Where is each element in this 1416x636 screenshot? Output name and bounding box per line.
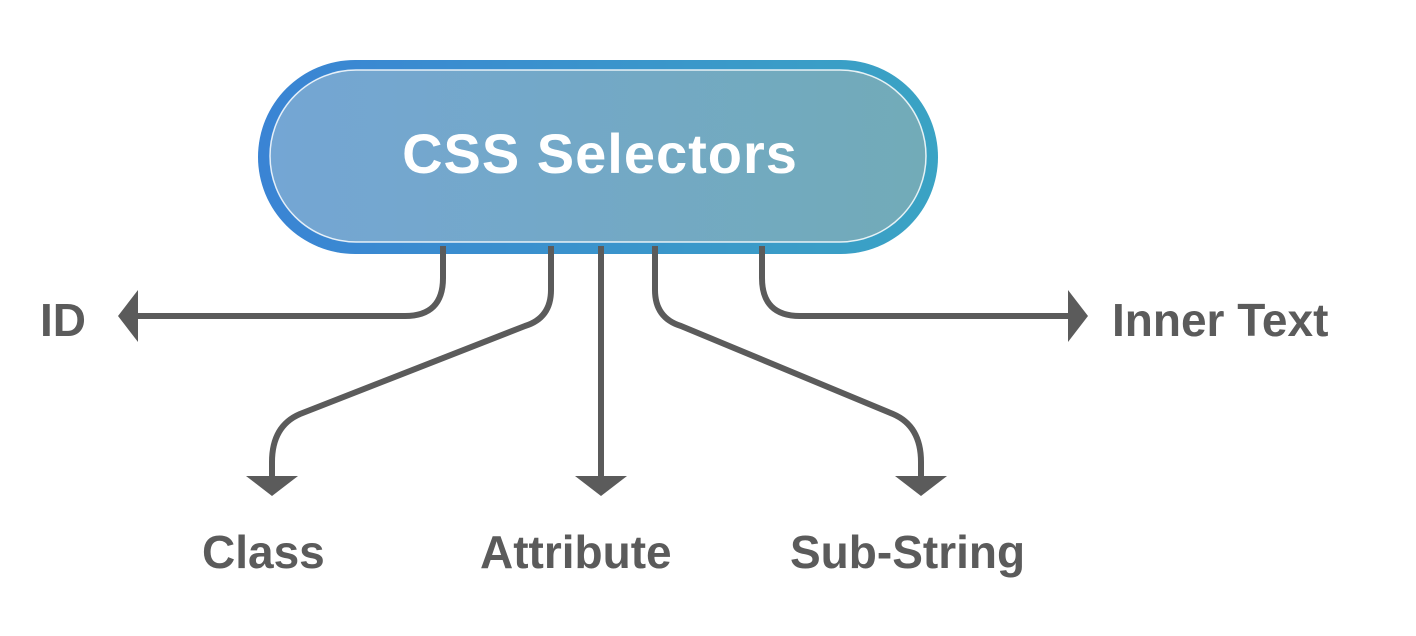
connector-substring bbox=[652, 246, 924, 478]
node-class: Class bbox=[202, 526, 325, 578]
arrowhead-id bbox=[118, 290, 138, 342]
arrowhead-inner-text bbox=[1068, 290, 1088, 342]
connector-id bbox=[134, 246, 446, 319]
node-inner-text: Inner Text bbox=[1112, 294, 1329, 346]
arrowhead-attribute bbox=[575, 476, 627, 496]
title-pill-fill bbox=[269, 69, 927, 243]
arrowhead-class bbox=[246, 476, 298, 496]
diagram-title: CSS Selectors bbox=[402, 121, 798, 185]
node-id: ID bbox=[40, 294, 86, 346]
node-substring: Sub-String bbox=[790, 526, 1026, 578]
connector-inner-text bbox=[759, 246, 1072, 319]
connector-class bbox=[269, 246, 554, 478]
node-attribute: Attribute bbox=[480, 526, 672, 578]
arrowhead-substring bbox=[895, 476, 947, 496]
